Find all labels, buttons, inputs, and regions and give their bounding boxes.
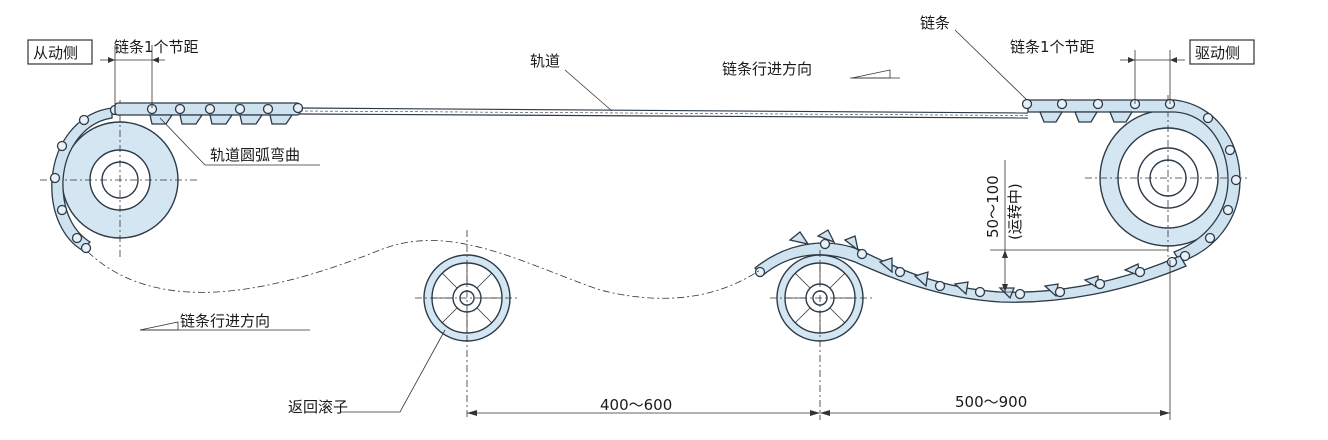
return-roller-label: 返回滚子 (288, 398, 348, 416)
return-chain (754, 229, 1187, 303)
track-arc-label: 轨道圆弧弯曲 (210, 146, 300, 164)
track-rail (299, 107, 1029, 119)
travel-direction-top-label: 链条行进方向 (722, 60, 812, 78)
idle-side-box (27, 39, 93, 65)
top-chain-links-left (114, 102, 304, 125)
leader-lines (159, 29, 1028, 413)
dist-drive-label: 500～900 (955, 393, 1027, 411)
pitch-right-label: 链条1个节距 (1010, 38, 1095, 56)
return-roller-right (770, 250, 875, 420)
sag-value-label: 50～100 (984, 175, 1002, 238)
drive-side-box (1189, 39, 1255, 65)
sag-note-label: (运转中) (1006, 183, 1024, 240)
direction-arrow-top (850, 69, 900, 79)
chain-label: 链条 (920, 14, 950, 32)
track-label: 轨道 (530, 52, 560, 70)
drive-side-label: 驱动侧 (1195, 44, 1240, 62)
dist-rollers-label: 400～600 (600, 396, 672, 414)
idle-wheel (40, 100, 200, 260)
virtual-chain-path (87, 240, 761, 299)
pitch-left-label: 链条1个节距 (114, 38, 199, 56)
idle-side-label: 从动侧 (33, 44, 78, 62)
dimension-lines (100, 45, 1185, 420)
return-roller-left (415, 230, 520, 420)
drive-sprocket (1085, 95, 1250, 260)
travel-direction-bottom-label: 链条行进方向 (180, 312, 270, 330)
direction-arrow-bottom (139, 321, 310, 331)
